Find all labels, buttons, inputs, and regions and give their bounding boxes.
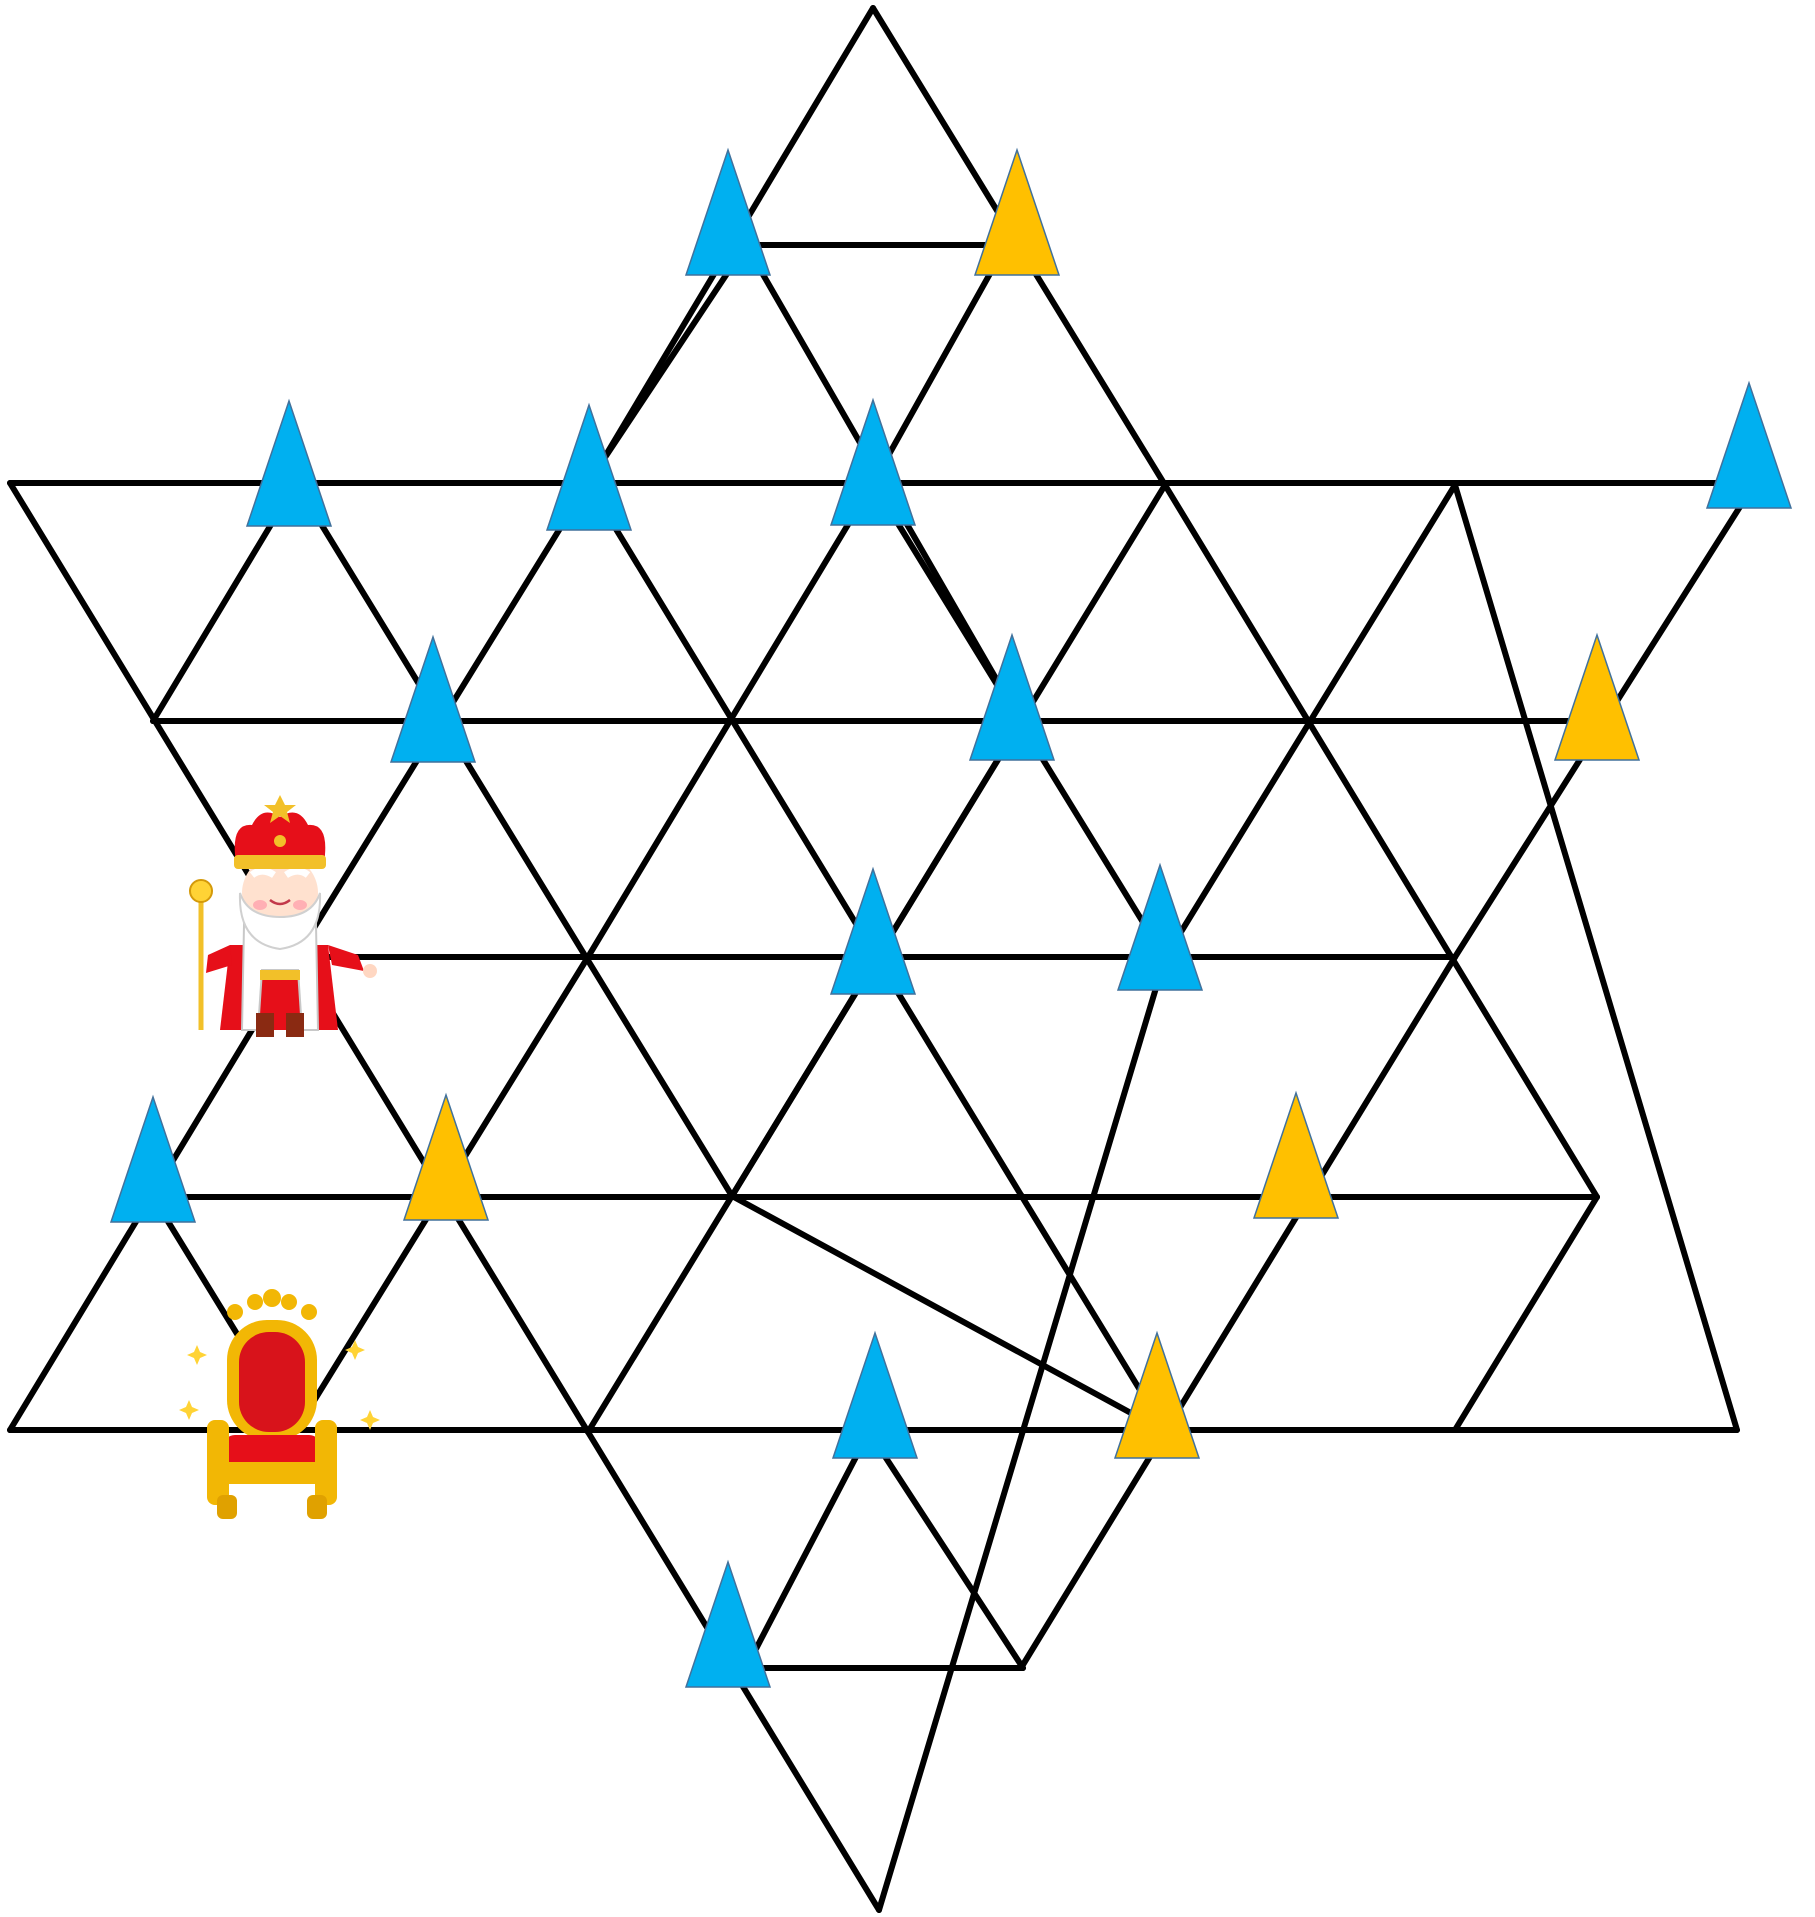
blue-marker[interactable] <box>686 1562 770 1687</box>
grid-edge <box>588 483 1021 1195</box>
grid-edge <box>1165 485 1597 1197</box>
blue-marker[interactable] <box>1118 865 1202 990</box>
grid-edge <box>1021 957 1455 1668</box>
blue-marker[interactable] <box>833 1333 917 1458</box>
grid-edge <box>869 1432 1023 1668</box>
grid-edge <box>296 483 732 1196</box>
grid-edge <box>746 1432 869 1668</box>
yellow-marker[interactable] <box>975 150 1059 275</box>
blue-marker[interactable] <box>547 405 631 530</box>
marker-layer <box>111 150 1791 1687</box>
king-icon[interactable] <box>190 795 377 1037</box>
blue-marker[interactable] <box>1707 383 1791 508</box>
grid-edge <box>732 1196 1164 1431</box>
blue-marker[interactable] <box>831 869 915 994</box>
blue-marker[interactable] <box>247 401 331 526</box>
grid-edge <box>873 245 1006 483</box>
grid-edge <box>588 245 746 483</box>
grid-edge <box>879 958 1165 1910</box>
yellow-marker[interactable] <box>1555 635 1639 760</box>
yellow-marker[interactable] <box>1254 1093 1338 1218</box>
grid-edge <box>1455 1197 1597 1430</box>
grid-edge <box>1455 485 1737 1430</box>
blue-marker[interactable] <box>686 150 770 275</box>
throne-icon[interactable] <box>179 1289 380 1519</box>
grid-edge <box>588 722 1021 1432</box>
blue-marker[interactable] <box>111 1097 195 1222</box>
yellow-marker[interactable] <box>404 1095 488 1220</box>
